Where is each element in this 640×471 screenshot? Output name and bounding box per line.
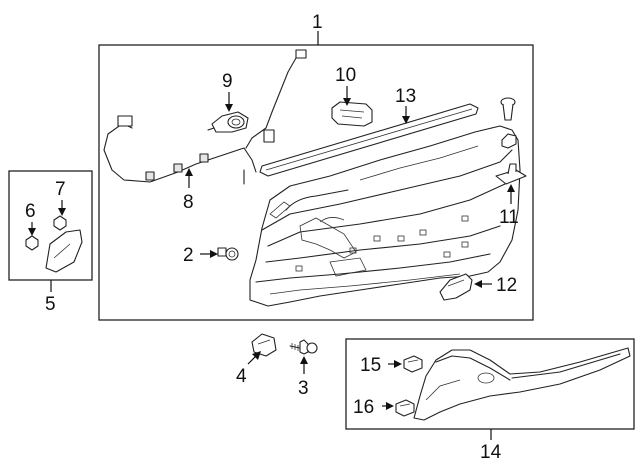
callout-15: 15 — [360, 355, 381, 376]
callout-8: 8 — [183, 192, 194, 213]
wiring-harness-8 — [103, 49, 307, 185]
callout-7: 7 — [55, 179, 66, 200]
arrowhead-12 — [474, 280, 482, 288]
arrowhead-13 — [402, 116, 410, 124]
arrowhead-15 — [394, 360, 402, 368]
arrowhead-16 — [386, 402, 394, 410]
callout-9: 9 — [222, 71, 233, 92]
arrowhead-6 — [28, 228, 36, 236]
clip-upper-right — [500, 97, 516, 121]
scuff-plate-14 — [413, 347, 631, 421]
speaker-9 — [207, 111, 249, 133]
callout-12: 12 — [496, 275, 517, 296]
arrowhead-8 — [185, 168, 193, 176]
nut-7 — [53, 215, 67, 231]
clip-4 — [251, 333, 277, 357]
callout-4: 4 — [236, 366, 247, 387]
callout-1: 1 — [312, 12, 323, 33]
door-trim-panel-1 — [249, 125, 521, 307]
retainer-clip-11 — [495, 163, 527, 185]
bracket-12 — [439, 273, 473, 301]
arrowhead-7 — [58, 208, 66, 216]
cover-5 — [45, 229, 83, 273]
nut-right — [501, 133, 517, 149]
callout-3: 3 — [298, 378, 309, 399]
belt-molding-13 — [259, 103, 479, 177]
arrowhead-10 — [343, 98, 351, 106]
arrowhead-4 — [252, 351, 261, 360]
callout-11: 11 — [499, 207, 519, 228]
leader-4 — [247, 355, 257, 365]
screw-3 — [289, 339, 318, 355]
callout-6: 6 — [25, 201, 36, 222]
clip-15 — [403, 355, 423, 373]
arrowhead-2 — [210, 250, 218, 258]
callout-16: 16 — [353, 397, 374, 418]
callout-2: 2 — [183, 245, 194, 266]
arrowhead-3 — [300, 356, 308, 364]
callout-10: 10 — [335, 65, 356, 86]
arrowhead-9 — [225, 104, 233, 112]
clip-16 — [395, 399, 415, 417]
switch-10 — [331, 101, 373, 127]
callout-5: 5 — [45, 294, 56, 315]
push-pin-2 — [217, 247, 239, 261]
callout-13: 13 — [395, 86, 416, 107]
arrowhead-11 — [507, 184, 515, 192]
callout-14: 14 — [480, 442, 502, 463]
